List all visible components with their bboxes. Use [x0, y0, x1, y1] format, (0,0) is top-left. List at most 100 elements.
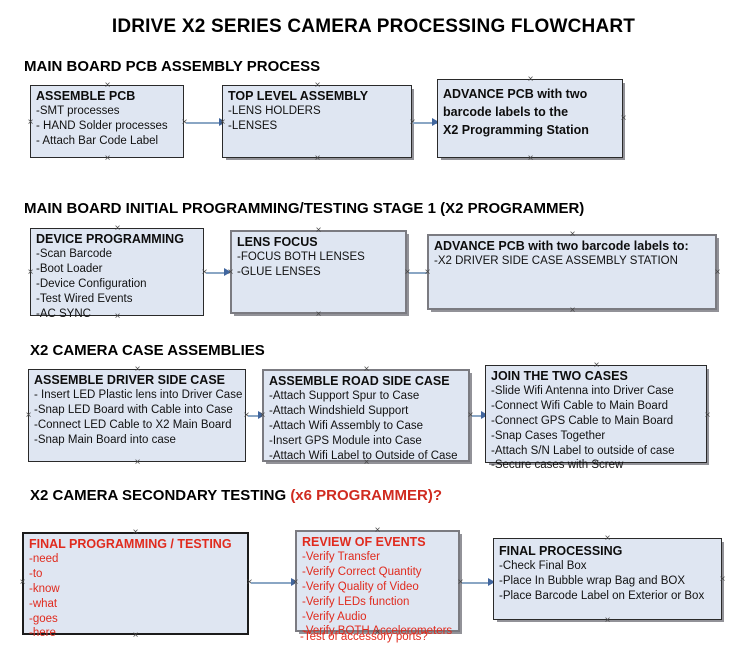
- node-assemble-driver-side-case[interactable]: ASSEMBLE DRIVER SIDE CASE - Insert LED P…: [28, 369, 246, 462]
- node-line: -to: [29, 567, 43, 580]
- section-heading-x2-camera-case-assemblies: X2 CAMERA CASE ASSEMBLIES: [30, 342, 265, 359]
- node-line: -Attach Wifi Assembly to Case: [269, 419, 424, 432]
- node-line: -Verify Correct Quantity: [302, 565, 422, 578]
- node-title: ADVANCE PCB with two barcode labels to:: [434, 239, 689, 253]
- node-advance-pcb-driver-side[interactable]: ADVANCE PCB with two barcode labels to: …: [427, 234, 717, 310]
- node-line: -Attach Support Spur to Case: [269, 389, 420, 402]
- node-line: -Snap Main Board into case: [34, 433, 176, 446]
- node-line: -Slide Wifi Antenna into Driver Case: [491, 384, 674, 397]
- section-heading-main-board-initial-programming: MAIN BOARD INITIAL PROGRAMMING/TESTING S…: [24, 200, 584, 217]
- arrowhead-icon: [432, 118, 439, 126]
- connection-handle-left[interactable]: [291, 578, 300, 587]
- node-join-the-two-cases[interactable]: JOIN THE TWO CASES -Slide Wifi Antenna i…: [485, 365, 707, 471]
- node-line: -Connect GPS Cable to Main Board: [491, 414, 674, 427]
- connection-handle-right[interactable]: [713, 268, 722, 277]
- node-line: -X2 DRIVER SIDE CASE ASSEMBLY STATION: [434, 254, 678, 267]
- connection-handle-left[interactable]: [218, 118, 227, 127]
- node-line: -Insert GPS Module into Case: [269, 434, 422, 447]
- connection-handle-left[interactable]: [226, 268, 235, 277]
- connection-handle-left[interactable]: [26, 118, 35, 127]
- connection-handle-top[interactable]: [113, 224, 122, 233]
- connection-handle-left[interactable]: [258, 411, 267, 420]
- node-title: FINAL PROCESSING: [499, 544, 623, 558]
- node-title: TOP LEVEL ASSEMBLY: [228, 89, 369, 103]
- connection-handle-top[interactable]: [592, 361, 601, 370]
- node-title: ASSEMBLE DRIVER SIDE CASE: [34, 373, 226, 387]
- node-line: -LENSES: [228, 119, 278, 132]
- connection-handle-bottom[interactable]: [526, 154, 535, 163]
- connection-handle-top[interactable]: [314, 226, 323, 235]
- connection-handle-top[interactable]: [603, 534, 612, 543]
- node-top-level-assembly[interactable]: TOP LEVEL ASSEMBLY -LENS HOLDERS -LENSES: [222, 85, 412, 158]
- connector-arrow: [248, 415, 263, 417]
- connection-handle-top[interactable]: [103, 81, 112, 90]
- node-line: -Test Wired Events: [36, 292, 133, 305]
- connection-handle-bottom[interactable]: [592, 459, 601, 468]
- node-device-programming[interactable]: DEVICE PROGRAMMING -Scan Barcode -Boot L…: [30, 228, 204, 320]
- connector-arrow: [472, 415, 486, 417]
- connection-handle-top[interactable]: [526, 75, 535, 84]
- connection-handle-bottom[interactable]: [313, 154, 322, 163]
- connection-handle-bottom[interactable]: [131, 631, 140, 640]
- connection-handle-left[interactable]: [423, 268, 432, 277]
- connection-handle-left[interactable]: [18, 578, 27, 587]
- node-assemble-road-side-case[interactable]: ASSEMBLE ROAD SIDE CASE -Attach Support …: [262, 369, 470, 462]
- node-title: REVIEW OF EVENTS: [302, 535, 426, 549]
- node-line: -know: [29, 582, 60, 595]
- node-line: -goes: [29, 612, 58, 625]
- node-line: -SMT processes: [36, 104, 120, 117]
- connection-handle-bottom[interactable]: [568, 306, 577, 315]
- node-line: -need: [29, 552, 59, 565]
- page-title: IDRIVE X2 SERIES CAMERA PROCESSING FLOWC…: [111, 16, 636, 37]
- connection-handle-left[interactable]: [24, 411, 33, 420]
- connector-arrow: [186, 122, 222, 124]
- node-title: FINAL PROGRAMMING / TESTING: [29, 537, 232, 551]
- connector-arrow: [251, 582, 294, 584]
- node-line: -Attach S/N Label to outside of case: [491, 444, 675, 457]
- connection-handle-top[interactable]: [362, 365, 371, 374]
- connection-handle-bottom[interactable]: [362, 458, 371, 467]
- node-line: -Device Configuration: [36, 277, 147, 290]
- section-heading-main-board-pcb-assembly: MAIN BOARD PCB ASSEMBLY PROCESS: [24, 58, 320, 75]
- connection-handle-top[interactable]: [373, 526, 382, 535]
- node-assemble-pcb[interactable]: ASSEMBLE PCB -SMT processes - HAND Solde…: [30, 85, 184, 158]
- connection-handle-bottom[interactable]: [373, 628, 382, 637]
- node-title: LENS FOCUS: [237, 235, 318, 249]
- connection-handle-right[interactable]: [619, 114, 628, 123]
- section-heading-x2-camera-secondary-testing: X2 CAMERA SECONDARY TESTING (x6 PROGRAMM…: [30, 487, 442, 504]
- connector-arrow: [206, 272, 228, 274]
- connection-handle-left[interactable]: [26, 268, 35, 277]
- connection-handle-bottom[interactable]: [103, 154, 112, 163]
- node-overflow-line: -Test of accessory ports?: [300, 631, 428, 643]
- connection-handle-right[interactable]: [703, 411, 712, 420]
- connection-handle-top[interactable]: [133, 365, 142, 374]
- connection-handle-bottom[interactable]: [314, 310, 323, 319]
- node-line: - Insert LED Plastic lens into Driver Ca…: [34, 388, 243, 401]
- node-line: -Connect LED Cable to X2 Main Board: [34, 418, 232, 431]
- connection-handle-right[interactable]: [718, 575, 727, 584]
- node-review-of-events[interactable]: REVIEW OF EVENTS -Verify Transfer -Verif…: [295, 530, 460, 637]
- connection-handle-top[interactable]: [568, 230, 577, 239]
- connection-handle-bottom[interactable]: [133, 458, 142, 467]
- node-line: -FOCUS BOTH LENSES: [237, 250, 365, 263]
- connection-handle-top[interactable]: [131, 528, 140, 537]
- node-lens-focus[interactable]: LENS FOCUS -FOCUS BOTH LENSES -GLUE LENS…: [230, 230, 407, 314]
- node-line: -Verify Quality of Video: [302, 580, 419, 593]
- node-final-programming-testing[interactable]: FINAL PROGRAMMING / TESTING -need -to -k…: [22, 532, 249, 639]
- section-heading-text: X2 CAMERA CASE ASSEMBLIES: [30, 342, 265, 359]
- node-title: ASSEMBLE PCB: [36, 89, 136, 103]
- connection-handle-bottom[interactable]: [113, 312, 122, 321]
- section-heading-text: X2 CAMERA SECONDARY TESTING: [30, 487, 291, 504]
- connection-handle-bottom[interactable]: [603, 616, 612, 625]
- node-line: -here: [29, 627, 56, 640]
- node-title: ASSEMBLE ROAD SIDE CASE: [269, 374, 450, 388]
- connection-handle-top[interactable]: [313, 81, 322, 90]
- node-line: - HAND Solder processes: [36, 119, 168, 132]
- node-line: -Verify Audio: [302, 610, 367, 623]
- node-line: -Scan Barcode: [36, 247, 113, 260]
- node-final-processing[interactable]: FINAL PROCESSING -Check Final Box -Place…: [493, 538, 722, 620]
- section-heading-text: MAIN BOARD INITIAL PROGRAMMING/TESTING S…: [24, 200, 585, 217]
